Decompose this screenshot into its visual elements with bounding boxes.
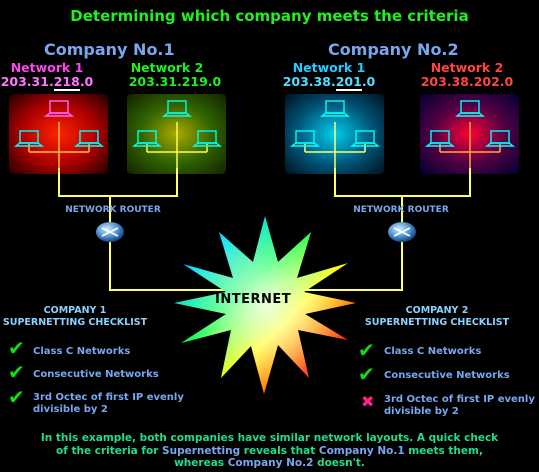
laptop-icon	[289, 130, 321, 147]
check-icon: ✔	[8, 336, 25, 360]
company-1-heading: Company No.1	[44, 40, 175, 59]
c1-network-1-label: Network 1	[10, 60, 84, 75]
caption-line-3: whereas Company No.2 doesn't.	[174, 457, 365, 469]
check-icon: ✔	[8, 385, 25, 409]
c1-network-2-ip: 203.31.219.0	[128, 74, 222, 89]
cross-icon: ✖	[361, 392, 375, 411]
laptop-icon	[13, 130, 45, 147]
c1-router-label: NETWORK ROUTER	[65, 205, 161, 215]
laptop-icon	[484, 130, 516, 147]
caption-line-2: of the criteria for Supernetting reveals…	[56, 444, 483, 457]
c2-network-2-label: Network 2	[430, 60, 504, 75]
c2-checklist-title-line1: COMPANY 2	[405, 305, 469, 316]
c1-checklist-item: Class C Networks	[33, 346, 131, 357]
c1-network-1-ip: 203.31.218.0	[0, 74, 94, 91]
c2-network-1-label: Network 1	[292, 60, 366, 75]
c2-checklist-item: Class C Networks	[384, 346, 482, 357]
page-title: Determining which company meets the crit…	[70, 7, 469, 25]
router-icon	[96, 222, 124, 242]
c1-checklist-title-line2: SUPERNETTING CHECKLIST	[2, 317, 148, 328]
laptop-icon	[131, 130, 163, 147]
c1-checklist-title: COMPANY 1 SUPERNETTING CHECKLIST	[0, 305, 170, 329]
c1-checklist-title-line1: COMPANY 1	[43, 305, 107, 316]
laptop-icon	[161, 100, 193, 117]
router-icon	[388, 222, 416, 242]
check-icon: ✔	[358, 362, 375, 386]
check-icon: ✔	[358, 338, 375, 362]
c2-network-2-ip: 203.38.202.0	[420, 74, 514, 89]
caption-line-1: In this example, both companies have sim…	[40, 432, 499, 444]
c1-checklist-item: 3rd Octec of first IP evenly divisible b…	[33, 392, 184, 415]
laptop-icon	[454, 100, 486, 117]
internet-label: INTERNET	[215, 292, 292, 307]
company-2-heading: Company No.2	[328, 40, 459, 59]
c2-network-1-ip: 203.38.201.0	[282, 74, 376, 91]
internet-starburst	[174, 216, 356, 394]
laptop-icon	[349, 130, 381, 147]
laptop-icon	[424, 130, 456, 147]
check-icon: ✔	[8, 360, 25, 384]
c1-checklist-item: Consecutive Networks	[33, 369, 159, 380]
c2-checklist-item: 3rd Octec of first IP evenly divisible b…	[384, 394, 535, 417]
laptop-icon	[319, 100, 351, 117]
laptop-icon	[43, 100, 75, 117]
laptop-icon	[73, 130, 105, 147]
c2-checklist-title: COMPANY 2 SUPERNETTING CHECKLIST	[342, 305, 532, 329]
c2-checklist-item: Consecutive Networks	[384, 370, 510, 381]
c2-router-label: NETWORK ROUTER	[353, 205, 449, 215]
c1-network-2-label: Network 2	[130, 60, 204, 75]
laptop-icon	[191, 130, 223, 147]
c2-checklist-title-line2: SUPERNETTING CHECKLIST	[364, 317, 510, 328]
caption: In this example, both companies have sim…	[0, 432, 539, 470]
